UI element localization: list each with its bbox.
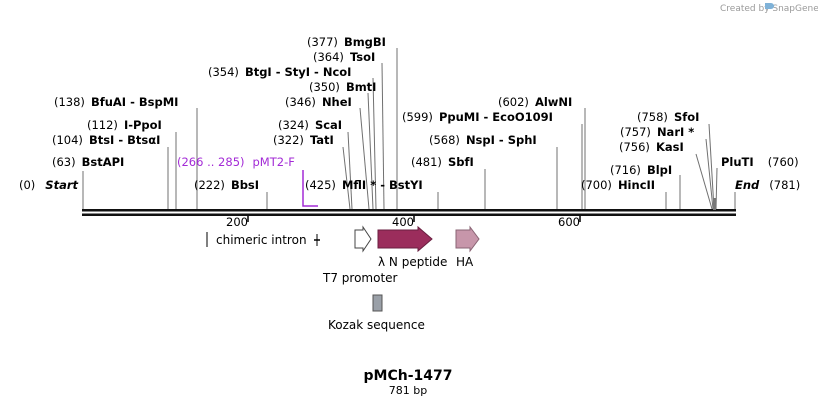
snapgene-credit: Created by SnapGene [720, 3, 818, 14]
site-label: (481)SbfI [411, 155, 474, 169]
site-label: (112)I-PpoI [87, 118, 162, 132]
site-label: (758)SfoI [637, 110, 699, 124]
site-label: (346)NheI [285, 95, 352, 109]
site-label: (222)BbsI [194, 178, 259, 192]
site-label: (354)BtgI - StyI - NcoI [208, 65, 351, 79]
backbone-bottom-strand [82, 213, 736, 216]
site-labels: (63)BstAPI (104)BtsI - BtsαI (112)I-PpoI… [52, 35, 799, 192]
feature-lambda-n-peptide[interactable]: λ N peptide [377, 225, 447, 269]
feature-label: HA [456, 255, 474, 269]
site-cluster-marker [713, 198, 716, 210]
tick-label: 600 [558, 215, 580, 229]
site-label: (104)BtsI - BtsαI [52, 133, 160, 147]
site-label: (324)ScaI [278, 118, 342, 132]
end-label: End(781) [735, 178, 800, 192]
feature-chimeric-intron[interactable]: chimeric intron [206, 232, 320, 247]
tick-label: 200 [226, 215, 248, 229]
feature-kozak-sequence[interactable]: Kozak sequence [328, 294, 425, 332]
feature-label: Kozak sequence [328, 318, 425, 332]
feature-ha[interactable]: HA [455, 225, 480, 269]
site-label: (377)BmgBI [307, 35, 386, 49]
site-label: (568)NspI - SphI [429, 133, 537, 147]
tag-arrow [455, 225, 480, 253]
site-label: (63)BstAPI [52, 155, 124, 169]
snapgene-logo-icon [765, 3, 774, 9]
backbone [82, 198, 736, 216]
tick-label: 400 [392, 215, 414, 229]
primer-label: (266 .. 285)pMT2-F [177, 155, 295, 169]
site-label: (322)TatI [273, 133, 334, 147]
feature-t7-promoter[interactable]: T7 promoter [322, 225, 398, 285]
site-label: (716)BlpI [610, 163, 672, 177]
site-label: (599)PpuMI - EcoO109I [402, 110, 553, 124]
site-label: (602)AlwNI [498, 95, 572, 109]
cds-arrow [377, 225, 433, 253]
site-label: PluTI(760) [721, 155, 799, 169]
primer-pmt2-f[interactable]: (266 .. 285)pMT2-F [177, 155, 318, 207]
plasmid-length: 781 bp [389, 384, 427, 397]
site-label: (756)KasI [619, 140, 684, 154]
site-lines [82, 48, 736, 210]
feature-label: T7 promoter [322, 271, 398, 285]
ruler-ticks: 200 400 600 [226, 215, 581, 229]
site-label: (757)NarI * [620, 125, 694, 139]
site-label: (350)BmtI [309, 80, 376, 94]
feature-label: chimeric intron [216, 233, 307, 247]
feature-label: λ N peptide [378, 255, 447, 269]
plasmid-name: pMCh-1477 [364, 368, 453, 384]
backbone-top-strand [82, 209, 736, 212]
primer-arrow [302, 170, 318, 207]
site-label: (138)BfuAI - BspMI [54, 95, 178, 109]
promoter-arrow [354, 225, 372, 253]
kozak-box [372, 294, 383, 312]
site-label: (700)HincII [581, 178, 655, 192]
site-label: (364)TsoI [313, 50, 375, 64]
start-label: (0)Start [19, 178, 79, 192]
site-label: (425)MflI * - BstYI [305, 178, 423, 192]
